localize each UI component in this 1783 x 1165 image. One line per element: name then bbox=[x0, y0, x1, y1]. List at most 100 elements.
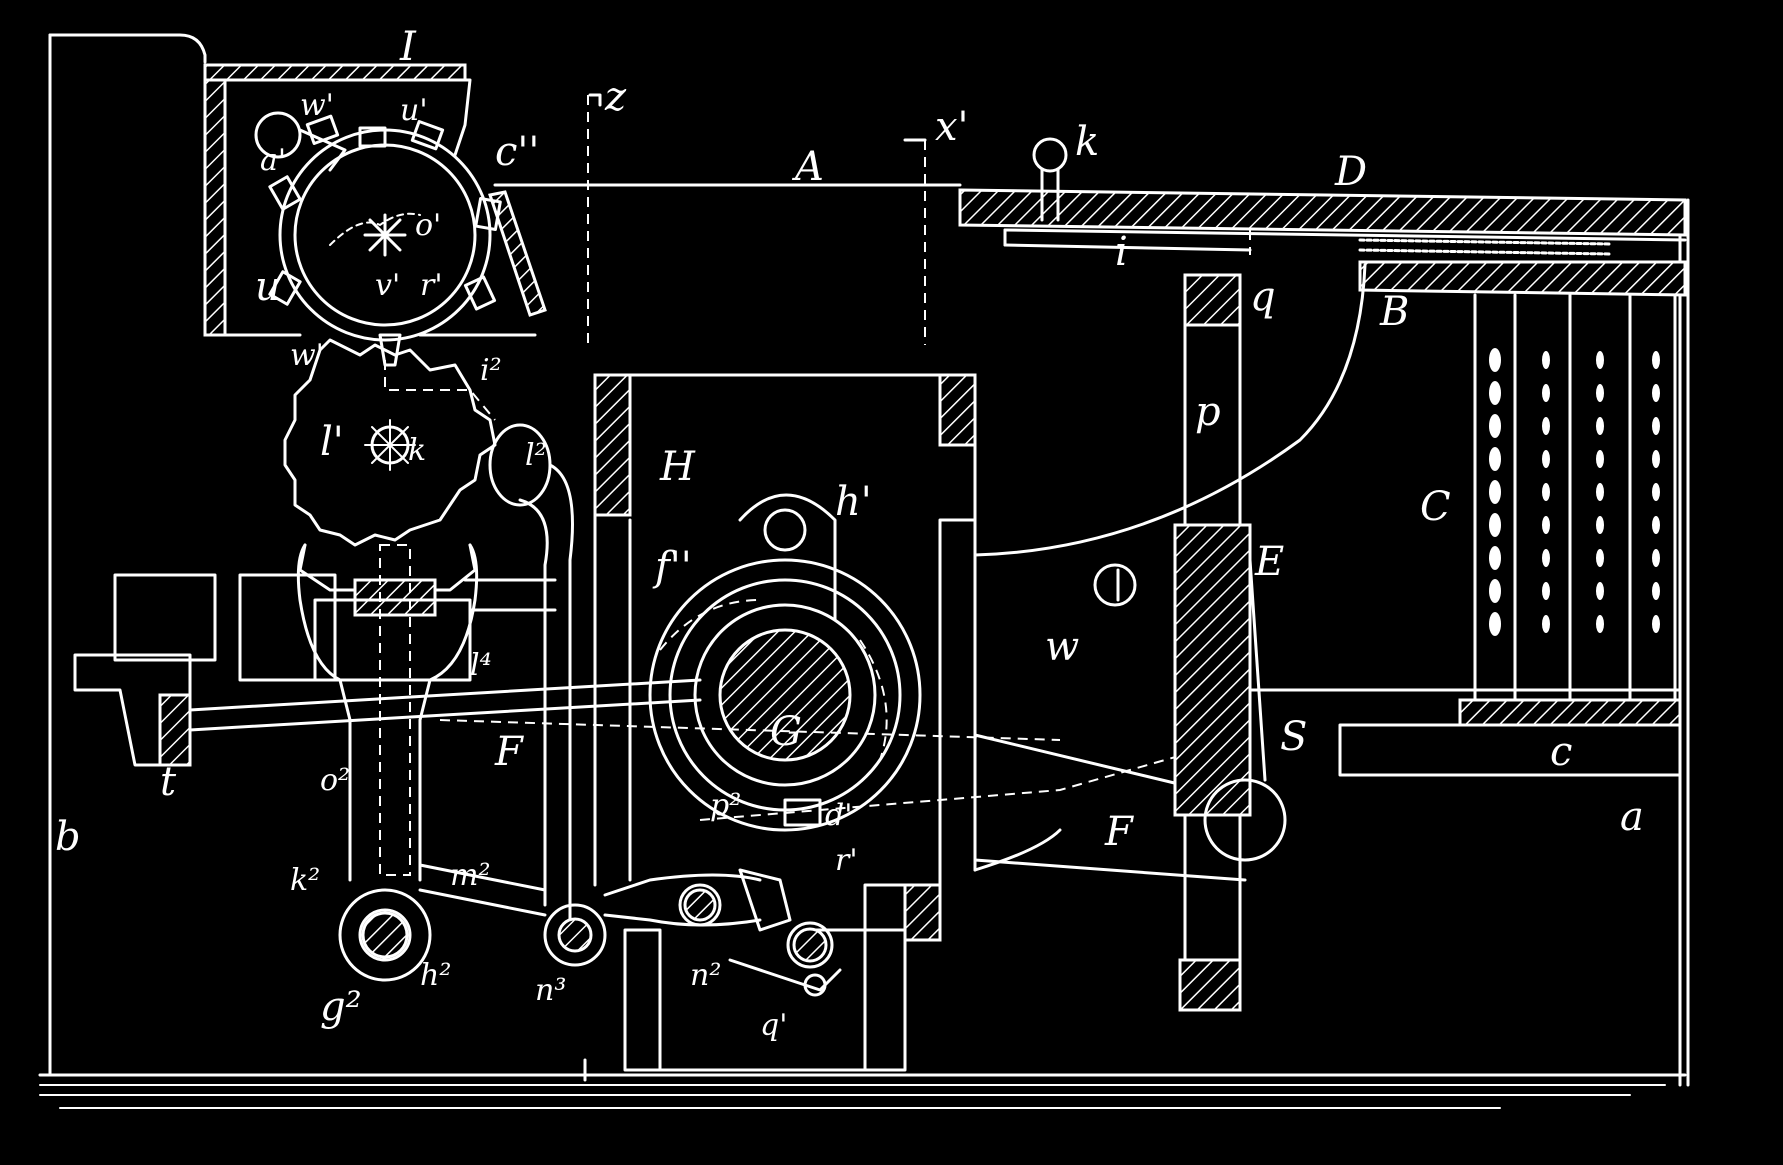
label-h1: h' bbox=[835, 479, 872, 525]
label-k: k bbox=[1075, 119, 1099, 165]
perforation-slot bbox=[1489, 513, 1501, 537]
label-i2: i² bbox=[480, 353, 502, 388]
perforation-slot bbox=[1542, 582, 1550, 600]
label-k-small: k bbox=[408, 433, 426, 468]
perforation-slot bbox=[1489, 348, 1501, 372]
label-q1: q' bbox=[760, 1008, 787, 1043]
perforation-slot bbox=[1542, 384, 1550, 402]
label-l4: l⁴ bbox=[470, 648, 492, 683]
label-f-left: F bbox=[494, 729, 524, 775]
perforation-slot bbox=[1542, 483, 1550, 501]
perforation-slot bbox=[1596, 582, 1604, 600]
top-plate-d bbox=[493, 183, 1687, 297]
perforation-slot bbox=[1652, 582, 1660, 600]
label-b-lower: b bbox=[55, 814, 81, 860]
label-i-lower: i bbox=[1115, 229, 1128, 275]
perforation-slot bbox=[1489, 447, 1501, 471]
perforation-slot bbox=[1489, 546, 1501, 570]
perforated-plate-c bbox=[1338, 293, 1682, 777]
lever-arm-l4 bbox=[296, 543, 479, 982]
perforation-slot bbox=[1542, 615, 1550, 633]
label-l1: l' bbox=[320, 419, 344, 465]
label-f2: f'' bbox=[652, 544, 692, 590]
label-x1: x' bbox=[935, 104, 969, 150]
label-d: D bbox=[1334, 149, 1367, 195]
label-i-upper: I bbox=[399, 24, 417, 70]
label-a-lower: a bbox=[1620, 794, 1644, 840]
label-v1: v' bbox=[375, 268, 400, 303]
perforation-slot bbox=[1596, 516, 1604, 534]
perforation-slot bbox=[1489, 414, 1501, 438]
vertical-bar-p bbox=[1173, 273, 1287, 1012]
perforation-slot bbox=[1652, 351, 1660, 369]
perforation-slot bbox=[1652, 483, 1660, 501]
frame bbox=[38, 33, 1690, 1109]
perforation-slot bbox=[1596, 483, 1604, 501]
label-d1: d' bbox=[825, 798, 852, 833]
perforation-slot bbox=[1652, 516, 1660, 534]
perforation-slot bbox=[1652, 417, 1660, 435]
label-g-upper: G bbox=[770, 709, 802, 755]
perforation-slot bbox=[1596, 549, 1604, 567]
perforation-slot bbox=[1596, 417, 1604, 435]
label-r1b: r' bbox=[835, 843, 858, 878]
labels: I z x' A k D w' u' a' c'' o' u v' r' w' … bbox=[55, 24, 1644, 1043]
label-k2: k² bbox=[290, 863, 320, 898]
label-e: E bbox=[1254, 539, 1284, 585]
label-l2: l² bbox=[525, 438, 547, 473]
label-a1: a' bbox=[260, 143, 286, 178]
perforation-slot bbox=[1652, 549, 1660, 567]
plate-w bbox=[973, 263, 1682, 872]
perforation-slot bbox=[1596, 351, 1604, 369]
perforation-slot bbox=[1542, 549, 1550, 567]
perforation-slot bbox=[1542, 351, 1550, 369]
label-z: z bbox=[604, 74, 627, 120]
perforation-slot bbox=[1652, 450, 1660, 468]
left-slide-t bbox=[73, 573, 702, 767]
label-a-upper: A bbox=[791, 144, 824, 190]
perforation-slot bbox=[1652, 615, 1660, 633]
label-w: w bbox=[1045, 624, 1079, 670]
label-f-right: F bbox=[1104, 809, 1134, 855]
perforation-slot bbox=[1489, 579, 1501, 603]
label-p2: p² bbox=[710, 788, 741, 823]
label-c-lower: c bbox=[1550, 729, 1572, 775]
perforation-slot bbox=[1489, 480, 1501, 504]
perforation-slot bbox=[1596, 615, 1604, 633]
perforation-slot bbox=[1542, 450, 1550, 468]
label-w1b: w' bbox=[290, 338, 324, 373]
perforation-slot bbox=[1542, 516, 1550, 534]
label-o2: o² bbox=[320, 763, 350, 798]
label-c2: c'' bbox=[495, 129, 539, 175]
perforation-slot bbox=[1596, 450, 1604, 468]
housing-h bbox=[583, 373, 977, 1082]
label-u1: u' bbox=[400, 93, 428, 128]
perforation-slot bbox=[1652, 384, 1660, 402]
hopper-i bbox=[203, 63, 547, 337]
perforation-slot bbox=[1489, 381, 1501, 405]
label-r1: r' bbox=[420, 268, 443, 303]
label-u: u bbox=[255, 264, 281, 310]
label-c-upper: C bbox=[1420, 484, 1451, 530]
label-q: q bbox=[1250, 274, 1276, 320]
section-lines bbox=[587, 93, 1251, 345]
label-m2: m² bbox=[450, 858, 490, 893]
knob-k bbox=[1032, 137, 1068, 222]
label-t: t bbox=[160, 759, 177, 805]
perforation-slots bbox=[1489, 348, 1660, 636]
perforation-slot bbox=[1542, 417, 1550, 435]
label-s: S bbox=[1280, 714, 1307, 760]
feed-wheel bbox=[254, 111, 502, 342]
perforation-slot bbox=[1489, 612, 1501, 636]
label-n2: n² bbox=[690, 958, 721, 993]
perforation-slot bbox=[1596, 384, 1604, 402]
label-n3: n³ bbox=[535, 973, 566, 1008]
label-p: p bbox=[1195, 389, 1221, 435]
label-w1: w' bbox=[300, 88, 334, 123]
label-h2: h² bbox=[420, 958, 451, 993]
label-g2: g² bbox=[320, 984, 362, 1030]
label-b-upper: B bbox=[1379, 289, 1409, 335]
link-n3 bbox=[418, 463, 762, 967]
label-o1: o' bbox=[415, 208, 441, 243]
